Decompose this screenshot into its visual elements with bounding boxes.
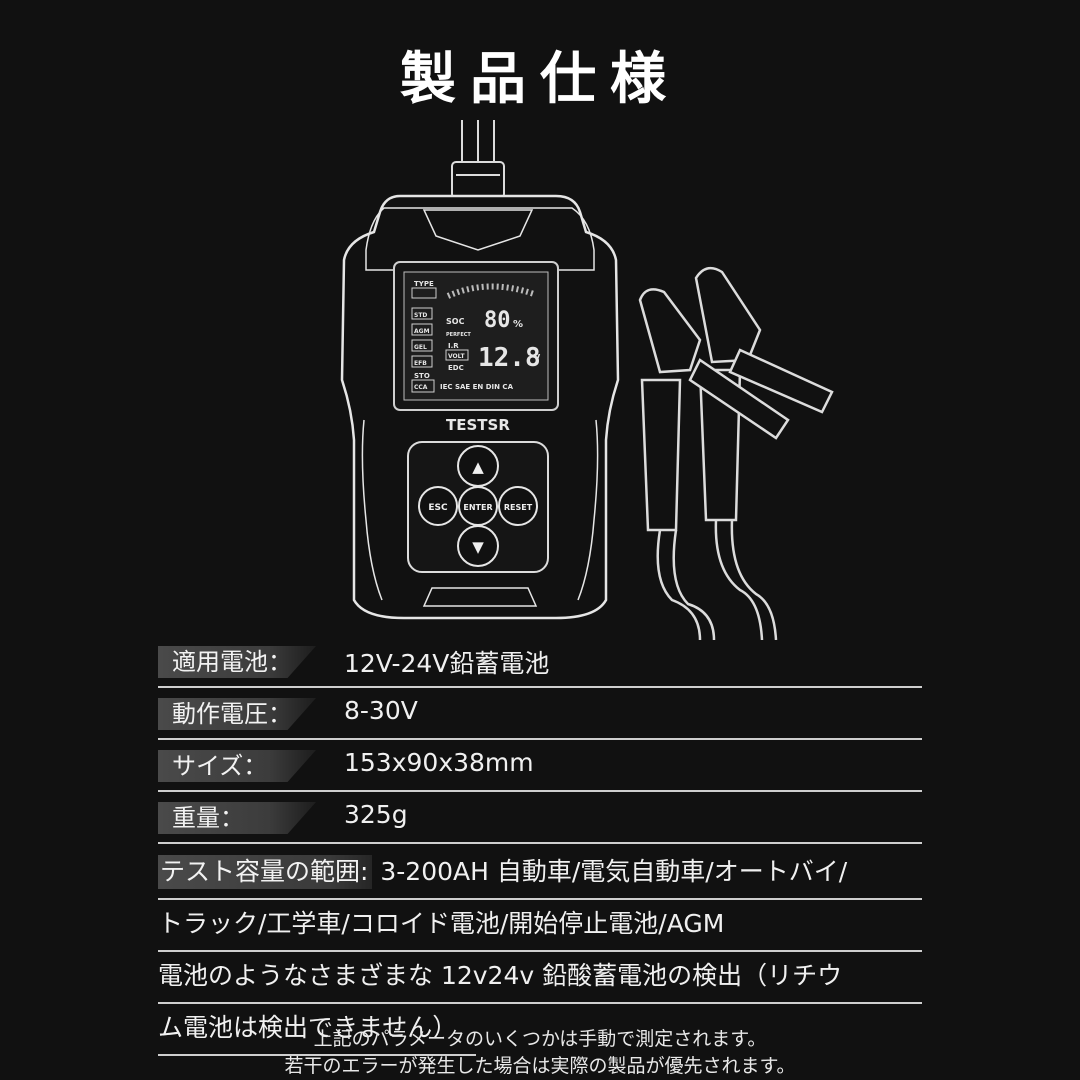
spec-row-battery: 適用電池： 12V-24V鉛蓄電池 [158,640,922,688]
spec-value-weight: 325g [344,800,408,829]
divider [158,1054,476,1056]
lcd-type-label: TYPE [414,280,434,288]
divider [158,842,922,844]
reset-button[interactable] [498,486,538,526]
lcd-voltage-value: 12.8 [478,343,541,373]
test-range-text-3: 電池のようなさまざまな 12v24v 鉛酸蓄電池の検出（リチウ [158,961,843,990]
page-title: 製品仕様 [400,47,680,112]
lcd-soc-label: SOC [446,317,465,326]
disclaimer-line-1: 上記のパラメータのいくつかは手動で測定されます。 [313,1028,767,1050]
top-cable [451,120,505,199]
lcd-sto-label: STO [414,372,430,380]
battery-type-std-box [411,307,433,320]
up-arrow-icon: ▲ [472,458,484,476]
battery-tester-illustration: TYPE STD AGM GEL EFB STO SOC 80 % PERFEC… [340,120,834,640]
lcd-type-efb: EFB [414,360,427,367]
spec-label-size: サイズ： [158,750,316,782]
test-range-label: テスト容量の範囲: [158,855,373,889]
lcd-edc-label: EDC [448,364,464,372]
esc-button[interactable] [418,486,458,526]
spec-label-weight: 重量： [158,802,316,834]
lcd-standards: IEC SAE EN DIN CA [440,383,514,391]
divider [158,738,922,740]
lcd-volt-label: VOLT [448,353,465,360]
cca-box [411,379,435,393]
spec-row-voltage: 動作電圧： 8-30V [158,692,922,740]
lcd-cca-label: CCA [414,384,428,391]
battery-type-agm-box [411,323,433,336]
test-range-line: 電池のようなさまざまな 12v24v 鉛酸蓄電池の検出（リチウ [158,956,928,1008]
divider [158,1002,922,1004]
spec-value-voltage: 8-30V [344,696,418,725]
type-box [411,287,437,299]
battery-type-efb-box [411,355,433,368]
spec-value-size: 153x90x38mm [344,748,534,777]
clamp-lever-right [728,348,834,414]
spec-row-size: サイズ： 153x90x38mm [158,744,922,792]
clamp-handle-left [640,378,682,532]
down-arrow-icon: ▼ [472,538,484,556]
disclaimer-notes: 上記のパラメータのいくつかは手動で測定されます。 若干のエラーが発生した場合は実… [0,1026,1080,1080]
spec-value-battery: 12V-24V鉛蓄電池 [344,649,550,678]
divider [158,686,922,688]
divider [158,950,922,952]
divider [158,898,922,900]
test-range-line: トラック/工学車/コロイド電池/開始停止電池/AGM [158,904,928,956]
lcd-display [403,271,549,401]
test-range-text-1: 3-200AH 自動車/電気自動車/オートバイ/ [372,857,848,886]
lcd-type-std: STD [414,312,427,319]
lcd-perfect-label: PERFECT [446,332,471,338]
disclaimer-line-2: 若干のエラーが発生した場合は実際の製品が優先されます。 [284,1055,796,1077]
test-range-line: テスト容量の範囲: 3-200AH 自動車/電気自動車/オートバイ/ [158,852,928,904]
device-brand: TESTSR [446,416,510,434]
divider [158,790,922,792]
battery-type-gel-box [411,339,433,352]
reset-button-label: RESET [504,503,533,512]
spec-label-voltage: 動作電圧： [158,698,316,730]
test-range-text-2: トラック/工学車/コロイド電池/開始停止電池/AGM [158,909,725,938]
clamp-lever-left [688,358,790,440]
clamp-jaw-right [694,266,762,364]
lcd-type-agm: AGM [414,328,430,335]
clamp-jaw-left [638,288,702,374]
esc-button-label: ESC [428,503,448,513]
lcd-type-gel: GEL [414,344,427,351]
test-range-block: テスト容量の範囲: 3-200AH 自動車/電気自動車/オートバイ/ トラック/… [158,852,928,1060]
lcd-ir-label: I.R [448,342,459,350]
lcd-soc-unit: % [513,319,523,330]
enter-button[interactable] [458,486,498,526]
clamp-cables [638,266,834,640]
enter-button-label: ENTER [463,503,492,512]
lcd-voltage-unit: V [534,353,541,362]
test-range-line: ム電池は検出できません） [158,1008,928,1060]
test-range-text-4: ム電池は検出できません） [158,1013,458,1042]
volt-box [445,349,469,361]
spec-row-weight: 重量： 325g [158,796,922,844]
lcd-soc-value: 80 [484,308,511,333]
spec-label-battery: 適用電池： [158,646,316,678]
